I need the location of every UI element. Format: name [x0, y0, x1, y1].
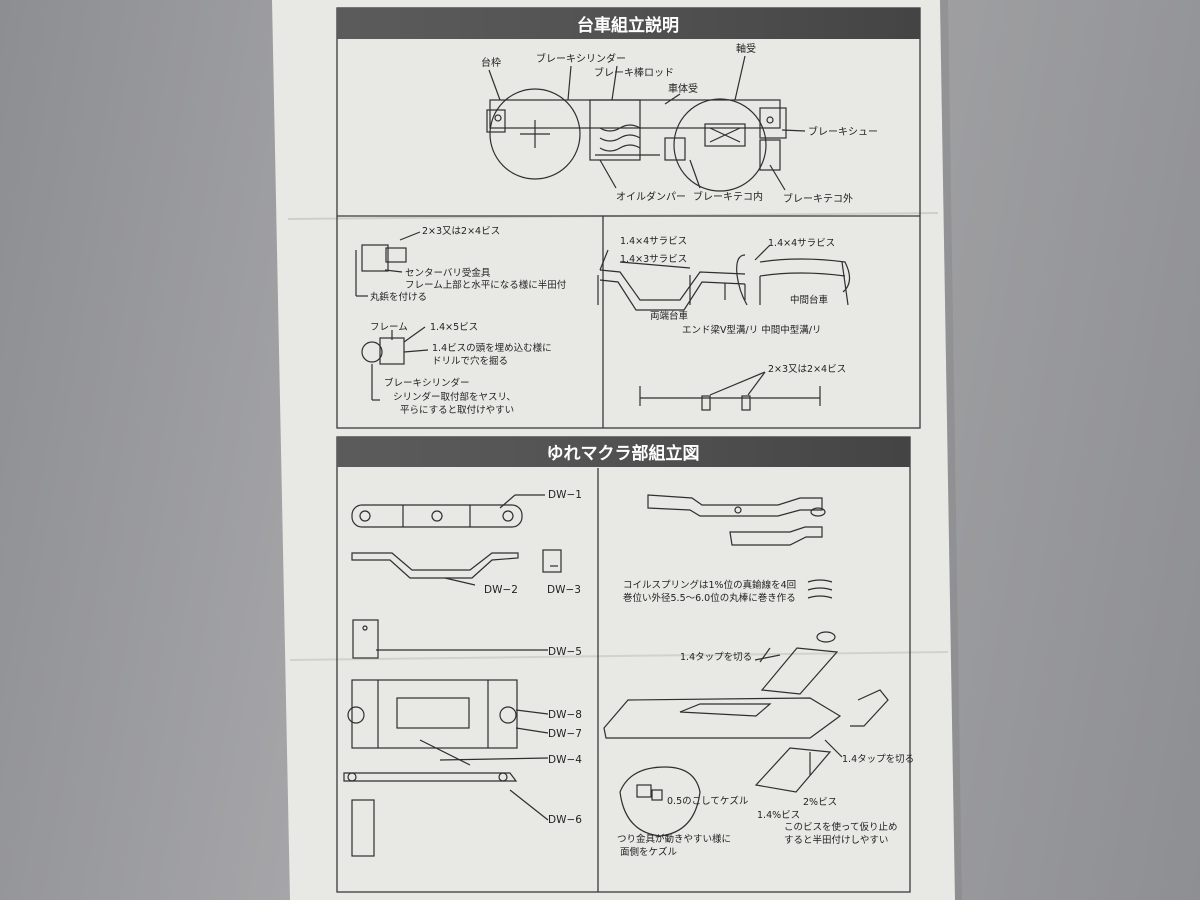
label-brake-cylinder-note: シリンダー取付部をヤスリ、 [393, 391, 516, 403]
label-hang-note-2: 面側をケズル [620, 846, 678, 858]
label-brake-cylinder-2: ブレーキシリンダー [384, 377, 470, 389]
label-coil-note: コイルスプリングは1%位の真鍮線を4回 [623, 579, 796, 591]
label-screw-1-4: 1.4%ビス [757, 810, 800, 821]
label-brake-rod: ブレーキ棒ロッド [594, 66, 674, 79]
label-dw4: DW−4 [548, 754, 582, 766]
label-frame: 台枠 [481, 56, 501, 69]
bogie-drawing [486, 55, 806, 192]
label-sara-1-4x4-right: 1.4×4サラビス [768, 238, 835, 249]
label-sara-1-4x4-left: 1.4×4サラビス [620, 236, 687, 247]
dw-labels: DW−1 DW−2 DW−3 DW−5 DW−8 DW−7 DW−4 DW−6 [484, 489, 582, 826]
bottom-section-title: ゆれマクラ部組立図 [547, 443, 700, 464]
label-dw6: DW−6 [548, 814, 582, 826]
label-brake-shoe: ブレーキシュー [808, 125, 878, 138]
label-drill-note-2: ドリルで穴を掘る [432, 355, 508, 367]
label-coil-note-2: 巻位い外径5.5〜6.0位の丸棒に巻き作る [623, 592, 796, 604]
label-screw-1-4x5: 1.4×5ビス [430, 322, 478, 333]
label-screw-2: 2%ビス [803, 797, 837, 808]
label-dw7: DW−7 [548, 728, 582, 740]
label-dw8: DW−8 [548, 709, 582, 721]
label-round-pin: 丸鋲を付ける [370, 291, 427, 303]
top-section [336, 7, 921, 429]
label-brake-lever-in: ブレーキテコ内 [693, 190, 763, 203]
label-mid-bogie: 中間台車 [790, 294, 829, 306]
label-dw5: DW−5 [548, 646, 582, 658]
bottom-section [336, 436, 911, 893]
label-dw1: DW−1 [548, 489, 582, 501]
label-solder-note: このビスを使って仮り止め [784, 821, 898, 833]
label-drill-note: 1.4ビスの頭を埋め込む様に [432, 342, 552, 354]
label-dw2: DW−2 [484, 584, 518, 596]
label-brake-cylinder: ブレーキシリンダー [536, 52, 626, 65]
label-body-bearer: 車体受 [668, 82, 698, 95]
top-section-title: 台車組立説明 [577, 15, 679, 36]
label-brake-lever-out: ブレーキテコ外 [783, 192, 853, 205]
detail-labels-left: 2×3又は2×4ビス センターバリ受金具 フレーム上部と水平になる様に半田付 丸… [370, 226, 567, 416]
label-center-bracket: センターバリ受金具 [405, 267, 491, 279]
label-bearing: 軸受 [736, 42, 756, 55]
label-end-bogie: 両端台車 [650, 310, 689, 322]
label-dw3: DW−3 [547, 584, 581, 596]
detail-drawings-left [355, 231, 429, 401]
label-end-beam-note: エンド梁V型溝/リ 中間中型溝/リ [682, 324, 821, 336]
label-brake-cylinder-note-2: 平らにすると取付けやすい [400, 405, 514, 416]
fold-crease [289, 651, 949, 661]
label-frame-2: フレーム [370, 322, 408, 333]
label-solder-note-2: すると半田付けしやすい [784, 834, 888, 846]
bogie-labels: 台枠 ブレーキシリンダー ブレーキ棒ロッド 車体受 軸受 ブレーキシュー オイル… [481, 42, 878, 205]
detail-drawings-right [597, 244, 851, 411]
paper-shadow-edge [940, 0, 962, 900]
label-hang-note: つり金具が動きやすい様に [617, 833, 731, 845]
label-screw-2x3: 2×3又は2×4ビス [422, 226, 500, 237]
label-trim-note: 0.5のこしてケズル [667, 795, 749, 807]
detail-labels-right: 1.4×4サラビス 1.4×3サラビス 1.4×4サラビス 両端台車 中間台車 … [620, 236, 846, 375]
label-tap-2: 1.4タップを切る [842, 754, 914, 765]
label-sara-1-4x3: 1.4×3サラビス [620, 254, 687, 265]
label-center-bracket-note: フレーム上部と水平になる様に半田付 [405, 279, 567, 291]
yure-labels-right: コイルスプリングは1%位の真鍮線を4回 巻位い外径5.5〜6.0位の丸棒に巻き作… [617, 579, 914, 858]
label-screw-2x3-bottom: 2×3又は2×4ビス [768, 364, 846, 375]
label-tap-1: 1.4タップを切る [680, 652, 752, 663]
yure-drawings-right [603, 494, 889, 837]
dw-part-drawings [343, 494, 562, 857]
label-oil-damper: オイルダンパー [616, 190, 686, 203]
